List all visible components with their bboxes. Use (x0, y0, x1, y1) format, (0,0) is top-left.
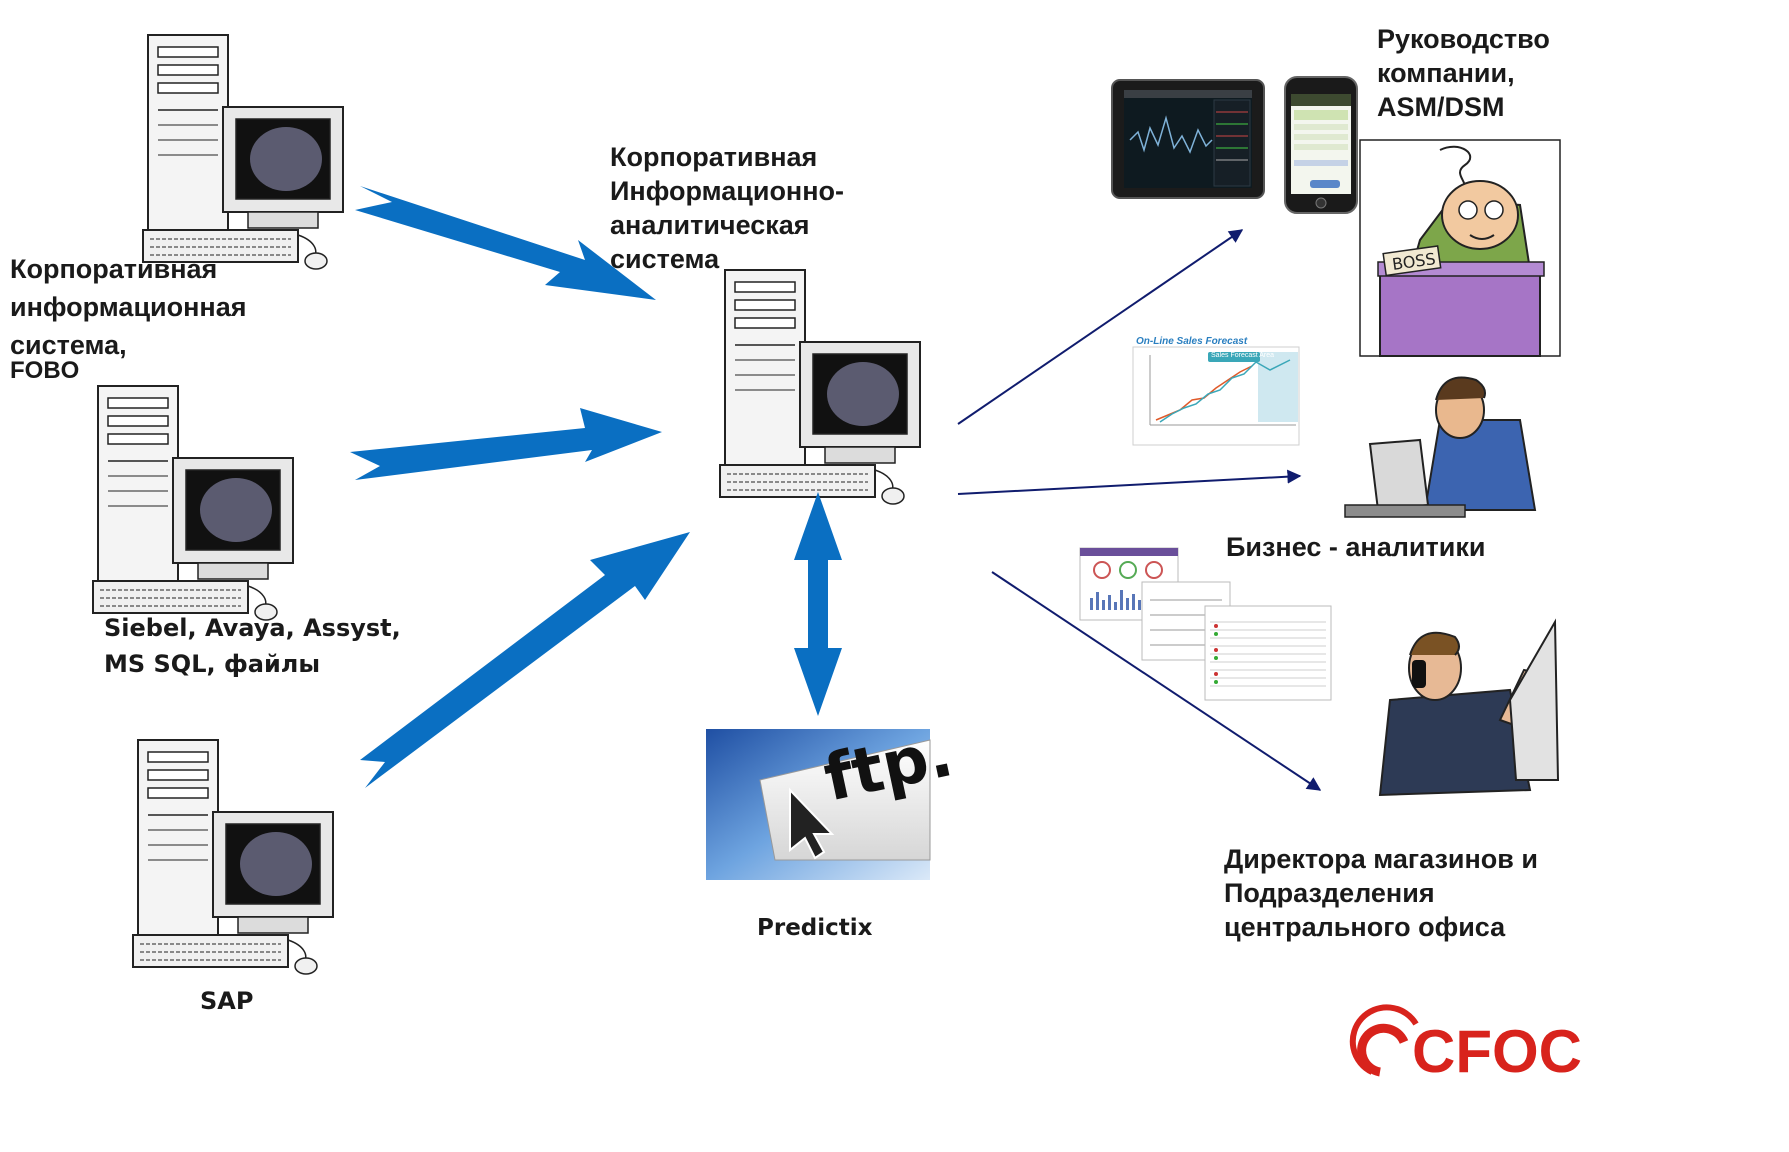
label-store-directors: Директора магазинов и Подразделения цент… (1224, 844, 1538, 942)
cfoc-logo (1349, 1004, 1419, 1077)
central-computer (719, 269, 921, 505)
label-business-analysts: Бизнес - аналитики (1226, 532, 1486, 562)
source-computer-siebel (92, 385, 294, 621)
forecast-chart-thumbnail (1132, 346, 1300, 446)
ftp-illustration (706, 729, 931, 880)
label-central-system: Корпоративная Информационно- аналитическ… (610, 142, 845, 274)
label-corp-info-system: Корпоративная информационная система, (10, 254, 247, 360)
arrow-siebel-to-center (350, 408, 662, 480)
reports-illustration (1079, 547, 1332, 701)
label-management: Руководство компании, ASM/DSM (1377, 24, 1550, 122)
arrow-center-ftp (794, 492, 842, 716)
line-to-management (957, 229, 1244, 425)
source-computer-sap (132, 739, 334, 975)
arrow-sap-to-center (360, 532, 690, 788)
label-sap: SAP (200, 987, 254, 1015)
boss-illustration (1359, 139, 1561, 357)
line-to-analysts (957, 469, 1302, 495)
line-to-directors (991, 571, 1322, 791)
phone-device (1284, 76, 1358, 214)
director-illustration (1378, 618, 1560, 797)
forecast-chart-title: On-Line Sales Forecast (1136, 336, 1248, 347)
label-predictix: Predictix (757, 915, 873, 941)
forecast-chart-badge: Sales Forecast Area (1211, 352, 1275, 359)
cfoc-logo-text: CFOC (1412, 1018, 1582, 1085)
label-fobo: FOBO (10, 357, 80, 384)
analyst-illustration (1344, 376, 1537, 518)
arrow-fobo-to-center (355, 186, 656, 300)
source-computer-fobo (142, 34, 344, 270)
label-siebel-sources: Siebel, Avaya, Assyst, MS SQL, файлы (104, 614, 401, 678)
tablet-device (1111, 79, 1265, 199)
